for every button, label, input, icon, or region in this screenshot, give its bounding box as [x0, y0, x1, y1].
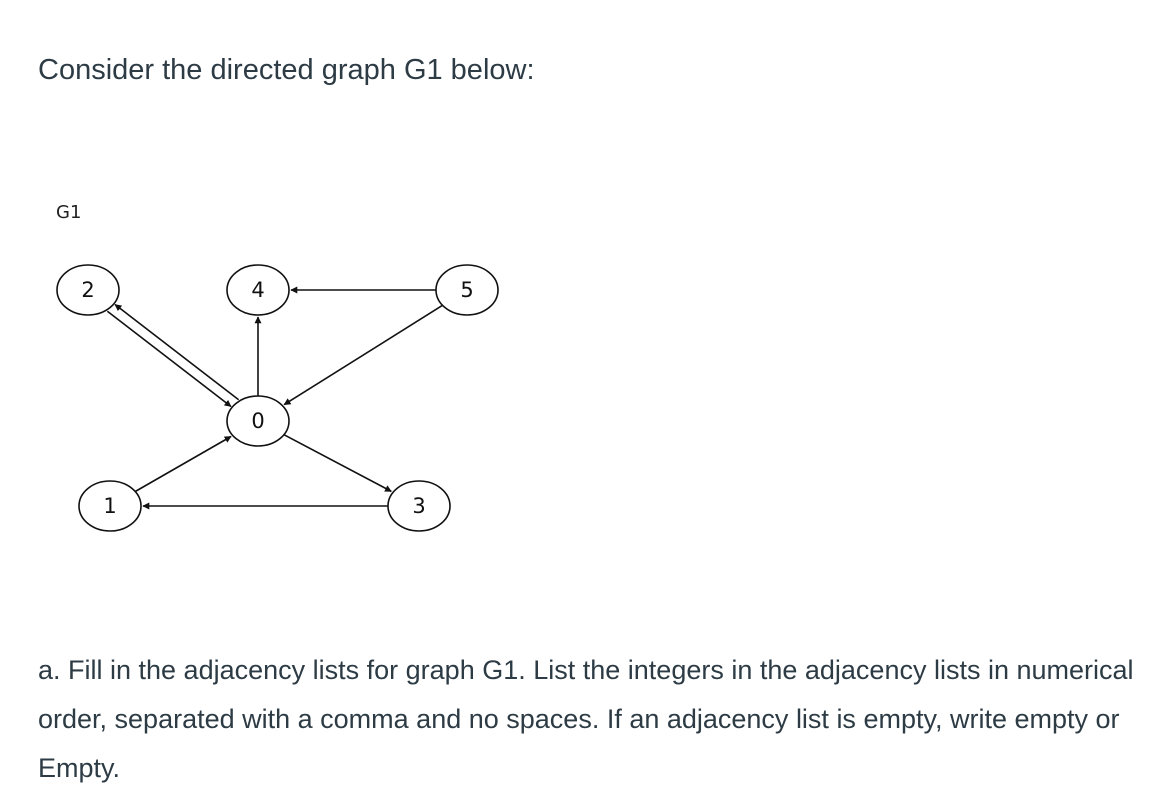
node-2: 2	[56, 264, 120, 316]
node-circle	[387, 480, 451, 532]
node-label: 3	[412, 494, 425, 518]
node-circle	[226, 264, 290, 316]
node-label: 4	[251, 278, 264, 302]
edge-1-to-0	[134, 435, 232, 493]
edge-layer	[106, 286, 443, 510]
node-1: 1	[78, 480, 142, 532]
node-3: 3	[387, 480, 451, 532]
node-layer: 0 1 2 3 4 5	[56, 264, 499, 532]
edge-0-to-2	[114, 303, 240, 401]
question-text: a. Fill in the adjacency lists for graph…	[38, 655, 1134, 783]
edge-5-to-0	[283, 304, 443, 406]
node-0: 0	[226, 395, 290, 447]
node-5: 5	[435, 264, 499, 316]
node-label: 5	[460, 278, 473, 302]
edge-0-to-3	[283, 433, 392, 493]
node-circle	[435, 264, 499, 316]
graph-title: G1	[56, 202, 82, 223]
node-label: 1	[103, 494, 116, 518]
node-label: 0	[251, 409, 264, 433]
node-4: 4	[226, 264, 290, 316]
node-label: 2	[81, 278, 94, 302]
node-circle	[226, 395, 290, 447]
edge-2-to-0	[106, 310, 232, 408]
intro-text: Consider the directed graph G1 below:	[38, 54, 535, 86]
node-circle	[56, 264, 120, 316]
node-circle	[78, 480, 142, 532]
